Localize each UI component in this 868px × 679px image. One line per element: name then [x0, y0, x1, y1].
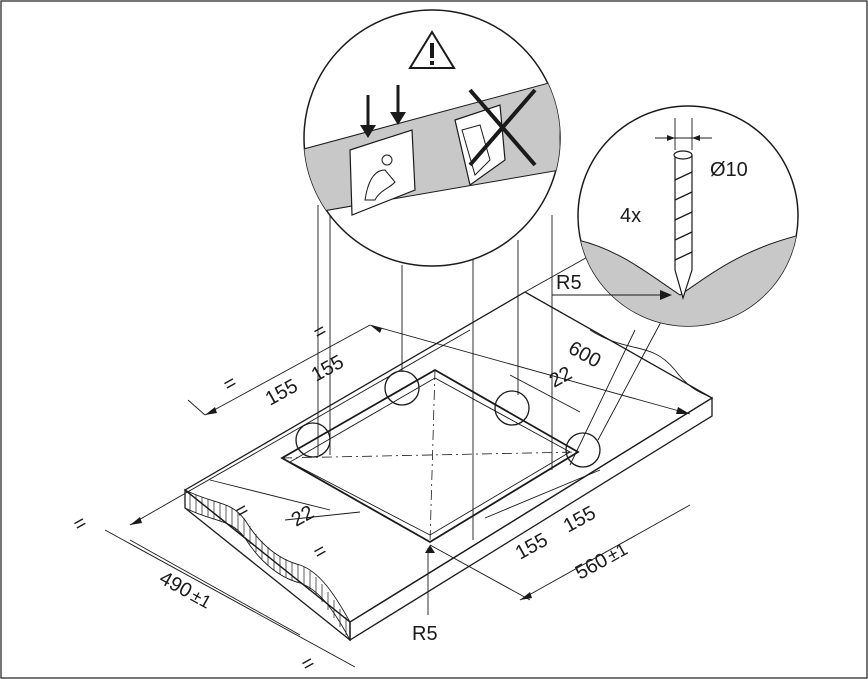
label-screw-count: 4x	[620, 205, 641, 227]
equal-sign-4: =	[232, 498, 253, 523]
warning-triangle-icon	[408, 30, 456, 69]
label-155-left-b: 155	[308, 351, 348, 386]
projection-lines	[317, 205, 663, 540]
equal-sign-3: =	[70, 511, 91, 536]
cutout-opening	[280, 368, 580, 544]
label-22-top: 22	[546, 362, 576, 392]
broken-section-hatch	[184, 489, 351, 641]
screw-detail-circle	[552, 105, 799, 327]
equal-sign-2: =	[310, 319, 331, 344]
dimension-lines	[104, 249, 691, 668]
label-155-left-a: 155	[262, 375, 302, 410]
fixing-point-3	[494, 390, 530, 426]
equal-sign-1: =	[220, 371, 241, 396]
screw-icon	[673, 150, 693, 301]
label-r5-bottom: R5	[412, 623, 438, 645]
equal-sign-5: =	[310, 539, 331, 564]
worktop	[183, 291, 714, 642]
fixing-point-4	[565, 432, 601, 468]
label-490: 490	[156, 567, 196, 602]
label-600: 600	[565, 337, 605, 372]
label-r5-top: R5	[556, 272, 582, 294]
label-155-right-a: 155	[512, 529, 552, 564]
clip-detail-circle	[303, 9, 561, 267]
label-560: 560	[572, 549, 612, 584]
equal-sign-6: =	[298, 651, 319, 676]
label-hole-diameter: Ø10	[710, 159, 748, 181]
